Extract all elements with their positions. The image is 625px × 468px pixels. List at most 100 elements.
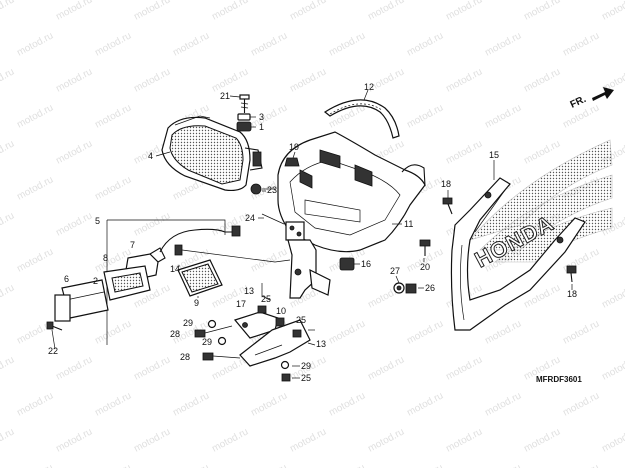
callout-28-b: 28 (180, 352, 190, 362)
watermark-text: motod.ru (15, 462, 55, 468)
watermark-text: motod.ru (522, 0, 562, 23)
watermark-text: motod.ru (93, 462, 133, 468)
watermark-text: motod.ru (405, 462, 445, 468)
part-12-spoiler-strip (323, 99, 400, 139)
callout-11: 11 (404, 219, 413, 229)
watermark-text: motod.ru (444, 0, 484, 23)
part-22-screw (46, 321, 63, 331)
part-28-bolt-upper (194, 325, 233, 338)
watermark-text: motod.ru (171, 462, 211, 468)
callout-25-c: 25 (301, 373, 311, 383)
part-24-connector (261, 213, 305, 241)
watermark-text: motod.ru (366, 426, 406, 454)
watermark-text: motod.ru (288, 426, 328, 454)
callout-9: 9 (194, 298, 199, 308)
callout-3: 3 (259, 112, 264, 122)
watermark-text: motod.ru (483, 30, 523, 58)
watermark-text: motod.ru (561, 390, 601, 418)
callout-25-a: 25 (261, 294, 271, 304)
callout-18-lower: 18 (567, 289, 577, 299)
part-23-nut (250, 183, 275, 195)
watermark-text: motod.ru (444, 66, 484, 94)
callout-29-b: 29 (202, 337, 212, 347)
part-13-lower-bracket (239, 319, 311, 367)
watermark-text: motod.ru (93, 102, 133, 130)
part-15-bracket (450, 177, 586, 331)
watermark-text: motod.ru (54, 66, 94, 94)
callout-19: 19 (289, 142, 299, 152)
part-25-nut-a (257, 305, 267, 314)
watermark-text: motod.ru (561, 462, 601, 468)
watermark-text: motod.ru (93, 390, 133, 418)
watermark-text: motod.ru (366, 0, 406, 23)
watermark-text: motod.ru (15, 30, 55, 58)
callout-4: 4 (148, 151, 153, 161)
watermark-text: motod.ru (0, 354, 16, 382)
watermark-text: motod.ru (54, 354, 94, 382)
watermark-text: motod.ru (327, 390, 367, 418)
part-25-nut-c (281, 373, 291, 382)
watermark-text: motod.ru (15, 174, 55, 202)
watermark-text: motod.ru (132, 66, 172, 94)
callout-16: 16 (361, 259, 371, 269)
part-25-nut-b (292, 329, 302, 338)
part-11-rear-cowl (277, 131, 426, 253)
watermark-text: motod.ru (54, 0, 94, 23)
watermark-text: motod.ru (0, 426, 16, 454)
callout-23: 23 (267, 185, 277, 195)
watermark-text: motod.ru (600, 0, 625, 23)
part-19-clip (284, 157, 300, 167)
part-18-bolt-lower (566, 265, 577, 283)
watermark-text: motod.ru (0, 66, 16, 94)
watermark-text: motod.ru (483, 390, 523, 418)
callout-labels: 3 1 21 4 12 19 23 24 11 15 18 18 20 27 2… (48, 82, 577, 383)
part-17-bracket (233, 311, 279, 339)
watermark-text: motod.ru (249, 30, 289, 58)
part-29-washer-c (280, 360, 290, 370)
watermark-text: motod.ru (483, 462, 523, 468)
callout-14: 14 (170, 264, 180, 274)
watermark-text: motod.ru (444, 354, 484, 382)
callout-10: 10 (276, 306, 286, 316)
callout-28-a: 28 (170, 329, 180, 339)
watermark-text: motod.ru (93, 30, 133, 58)
front-arrow-icon (592, 87, 614, 101)
watermark-text: motod.ru (0, 282, 16, 310)
watermark-text: motod.ru (249, 102, 289, 130)
watermark-text: motod.ru (54, 210, 94, 238)
watermark-text: motod.ru (561, 30, 601, 58)
callout-27: 27 (390, 266, 400, 276)
callout-29-c: 29 (301, 361, 311, 371)
diagram-code: MFRDF3601 (536, 375, 582, 384)
callout-22: 22 (48, 346, 58, 356)
license-bracket (287, 239, 331, 299)
watermark-text: motod.ru (405, 30, 445, 58)
part-3-nut (237, 113, 251, 121)
callout-5: 5 (95, 216, 100, 226)
watermark-text: motod.ru (327, 30, 367, 58)
watermark-text: motod.ru (93, 174, 133, 202)
callout-24: 24 (245, 213, 255, 223)
watermark-text: motod.ru (444, 138, 484, 166)
watermark-text: motod.ru (600, 426, 625, 454)
part-29-washer-a (207, 319, 217, 329)
watermark-text: motod.ru (444, 426, 484, 454)
part-10-collar (275, 317, 285, 327)
watermark-text: motod.ru (405, 390, 445, 418)
callout-13-upper: 13 (244, 286, 254, 296)
part-29-washer-b (217, 336, 227, 346)
callout-13-lower: 13 (316, 339, 326, 349)
watermark-text: motod.ru (15, 102, 55, 130)
callout-29-a: 29 (183, 318, 193, 328)
watermark-text: motod.ru (483, 102, 523, 130)
watermark-text: motod.ru (0, 210, 16, 238)
part-16-grommet (339, 257, 355, 271)
watermark-text: motod.ru (327, 462, 367, 468)
watermark-text: motod.ru (288, 0, 328, 23)
watermark-text: motod.ru (600, 282, 625, 310)
watermark-text: motod.ru (483, 318, 523, 346)
watermark-text: motod.ru (171, 30, 211, 58)
watermark-text: motod.ru (522, 138, 562, 166)
part-18-bolt-upper (442, 197, 453, 215)
